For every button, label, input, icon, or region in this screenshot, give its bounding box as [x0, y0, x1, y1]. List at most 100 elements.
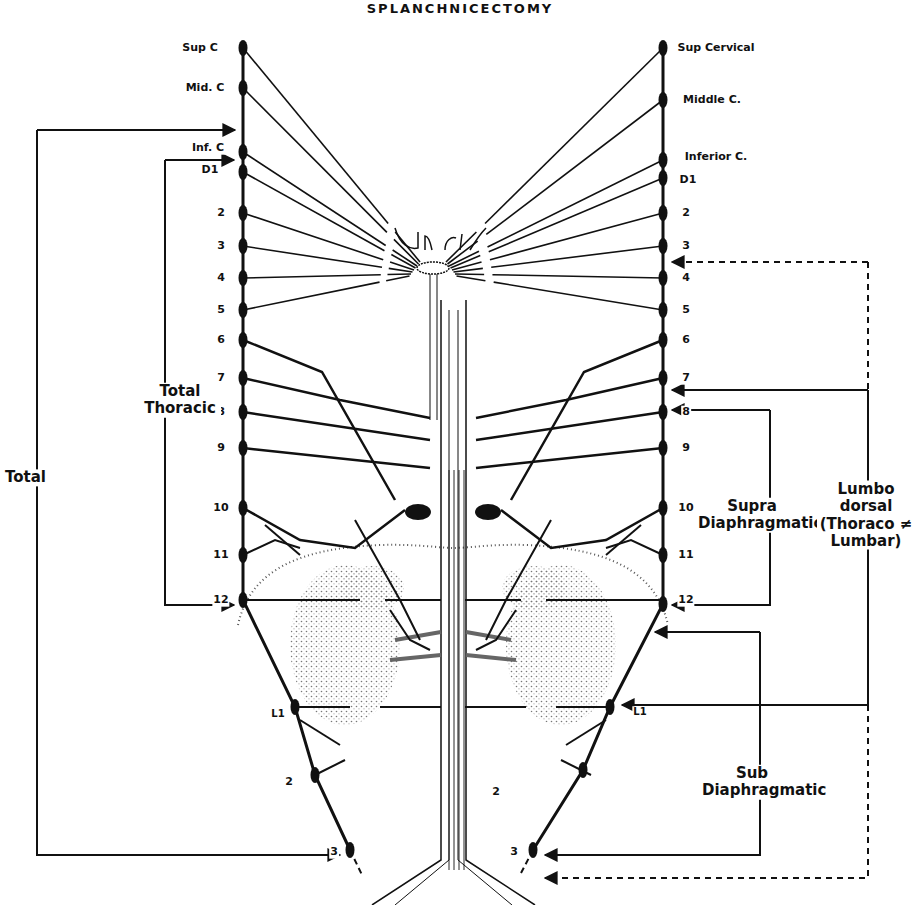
splanchnic-nerve: [476, 378, 663, 418]
splanchnic-nerve: [476, 412, 663, 440]
bracket-lumbodorsal: [867, 262, 869, 390]
title: SPLANCHNICECTOMY: [367, 1, 553, 16]
ganglion: [346, 842, 355, 858]
cardiac-branch: [243, 246, 382, 267]
ganglion-label: 4: [216, 272, 226, 285]
cardiac-branch: [243, 172, 384, 251]
cardiac-branch: [457, 276, 486, 281]
ganglion-label: Sup C: [181, 42, 219, 55]
splanchnic-nerve: [511, 340, 663, 500]
bracket-sub: [545, 632, 760, 855]
ganglion-label: Inf. C: [191, 142, 225, 155]
bracket-sub: [655, 631, 760, 633]
ganglion-label: 12: [677, 594, 694, 607]
ganglion-label: 9: [681, 442, 691, 455]
ganglion-label: 2: [216, 207, 226, 220]
ganglion-label: 11: [677, 549, 694, 562]
bracket-label: Total Thoracic: [139, 383, 221, 418]
cardiac-branch: [395, 232, 420, 262]
ganglion-label: L1: [270, 708, 285, 720]
cardiac-branch: [486, 100, 663, 234]
cardiac-branch: [446, 232, 476, 262]
splanchnic-nerve: [606, 525, 641, 555]
cardiac-branch: [448, 241, 478, 264]
splanchnic-nerve: [243, 340, 395, 500]
ganglion-label: Middle C.: [682, 94, 742, 107]
splanchnic-nerve: [546, 599, 663, 601]
ganglion-label: D1: [679, 174, 698, 187]
plexus-fibre: [430, 274, 431, 420]
aortic-plexus: [459, 470, 460, 870]
cardiac-branch: [243, 152, 386, 245]
celiac-ganglion: [405, 504, 431, 520]
splanchnic-nerve: [243, 378, 430, 418]
ganglion-label: 4: [681, 272, 691, 285]
aorta-wall: [372, 300, 441, 905]
ganglion: [529, 842, 538, 858]
cardiac-branch: [489, 178, 663, 252]
ganglion-label: 9: [216, 442, 226, 455]
bracket-lumbodorsal: [672, 389, 868, 391]
cardiac-branch: [243, 213, 383, 260]
cardiac-branch: [490, 213, 663, 260]
bracket-thoracic: [165, 159, 234, 161]
aorta-wall: [458, 310, 512, 905]
ganglion-label: 10: [677, 502, 694, 515]
bracket-label: Supra Diaphragmatic: [697, 498, 807, 533]
plexus-fibre: [437, 274, 438, 420]
ganglion-label: 2: [491, 786, 501, 799]
ganglion-label: 2: [284, 776, 294, 789]
aortic-plexus: [449, 470, 450, 870]
splanchnic-nerve: [556, 706, 611, 708]
bracket-total: [37, 130, 340, 855]
ganglion-label: 3: [681, 240, 691, 253]
cardiac-branch: [243, 275, 381, 278]
ganglion-label: 7: [681, 372, 691, 385]
cardiac-branch: [455, 273, 484, 275]
renal-vessel: [390, 655, 441, 660]
diaphragm: [238, 545, 668, 625]
ganglion-label: Mid. C: [185, 82, 226, 95]
bracket-label: Sub Diaphragmatic: [701, 765, 803, 800]
ganglion-label: 12: [212, 594, 229, 607]
celiac-ganglion: [475, 504, 501, 520]
ganglion-label: 11: [212, 549, 229, 562]
splanchnic-nerve: [606, 540, 663, 555]
cardiac-branch: [243, 282, 380, 310]
ganglion-label: 8: [681, 406, 691, 419]
ganglion-label: Inferior C.: [684, 151, 748, 164]
splanchnic-nerve: [561, 760, 591, 775]
bracket-lumbodorsal: [672, 261, 868, 263]
aorta-wall: [466, 300, 535, 905]
ganglion-label: 2: [681, 207, 691, 220]
aortic-plexus: [454, 470, 455, 870]
splanchnic-nerve: [243, 599, 360, 601]
ganglion-label: D1: [201, 164, 220, 177]
splanchnic-nerve: [385, 599, 441, 601]
splanchnic-nerve: [315, 760, 345, 775]
cardiac-branch: [387, 273, 411, 275]
ganglion-label: L1: [632, 706, 647, 718]
splanchnic-nerve: [566, 720, 606, 745]
bracket-total: [37, 129, 235, 131]
aortic-plexus: [464, 470, 465, 870]
adrenal: [340, 566, 404, 610]
cardiac-branch: [491, 246, 663, 267]
splanchnic-nerve: [465, 706, 526, 708]
cardiac-branch: [485, 48, 663, 223]
cardiac-branch: [494, 282, 663, 310]
great-vessels: [395, 228, 486, 250]
splanchnic-nerve: [476, 610, 516, 650]
ganglion-label: Sup Cervical: [676, 42, 755, 55]
splanchnic-nerve: [390, 610, 430, 650]
splanchnic-nerve: [486, 520, 551, 640]
bracket-label: Lumbo dorsal (Thoraco ≠ Lumbar): [817, 481, 915, 550]
adrenal: [502, 566, 566, 610]
ganglion-label: 10: [212, 502, 229, 515]
splanchnic-nerve: [243, 540, 300, 555]
cardiac-branch: [243, 48, 388, 223]
cardiac-branch: [389, 268, 413, 272]
splanchnic-nerve: [300, 720, 340, 745]
bracket-label: Total: [4, 469, 47, 486]
